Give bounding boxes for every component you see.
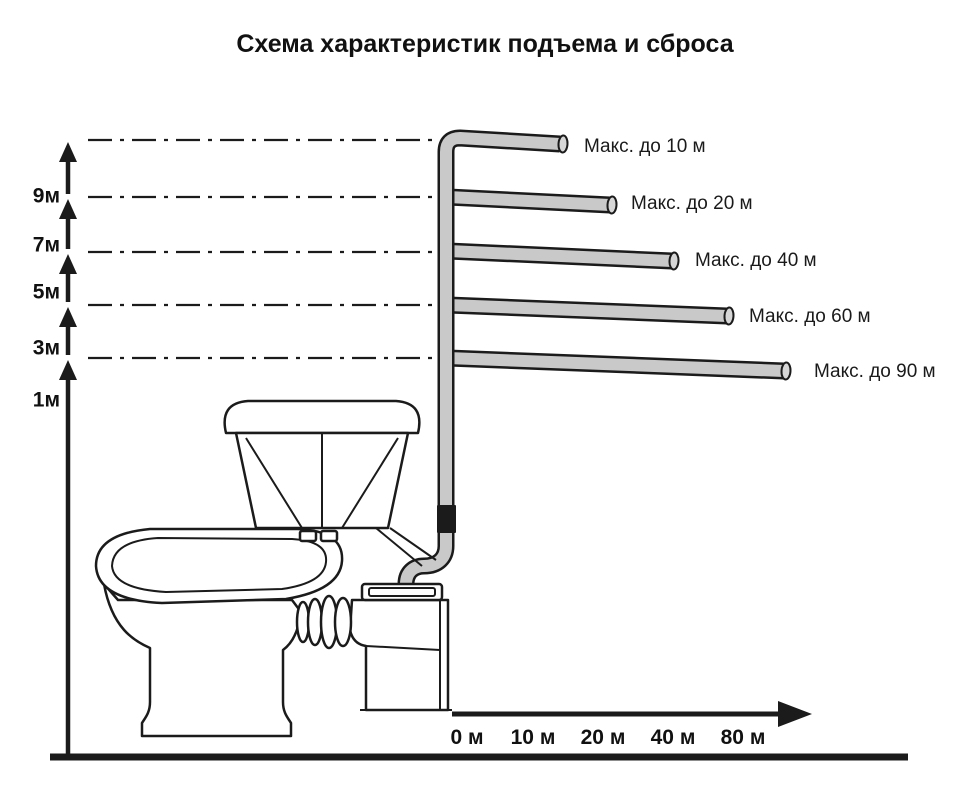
pipe-branch-20m (447, 188, 618, 215)
right-arrow-icon (778, 701, 812, 727)
pipe-branch-90m (447, 349, 792, 381)
y-axis-label-7m: 7м (33, 234, 60, 257)
pipe-label-60m: Макс. до 60 м (749, 306, 871, 327)
x-axis-label-40m: 40 м (651, 726, 696, 749)
pipe-body (447, 245, 673, 267)
pipe-label-10m: Макс. до 10 м (584, 136, 706, 157)
pipe-collar (437, 505, 456, 533)
toilet-seat-inner-line (111, 537, 328, 593)
pipe-body (447, 191, 611, 211)
x-axis-label-10m: 10 м (511, 726, 556, 749)
pump-top-rim (360, 582, 444, 602)
up-arrow-icon (59, 307, 77, 327)
pipe-end-cap (723, 306, 735, 326)
toilet-tank-lid (223, 399, 421, 435)
pipe-end-cap (606, 195, 618, 215)
pipe-labels: Макс. до 10 м Макс. до 20 м Макс. до 40 … (584, 136, 936, 382)
outlet-coupling (295, 594, 353, 650)
y-axis-label-1m: 1м (33, 389, 60, 412)
toilet-bowl (102, 582, 303, 738)
up-arrow-icon (59, 254, 77, 274)
pipe-end-cap (557, 134, 569, 154)
x-axis-label-20m: 20 м (581, 726, 626, 749)
x-axis-label-0m: 0 м (450, 726, 483, 749)
macerator-pump (348, 582, 452, 712)
level-dash-lines (88, 138, 440, 360)
height-axis: 9м 7м 5м 3м 1м (33, 142, 77, 758)
pipe-label-20m: Макс. до 20 м (631, 193, 753, 214)
pump-body (348, 598, 450, 712)
tank-outlet-duct (375, 527, 437, 567)
toilet-illustration (94, 399, 437, 738)
seat-hinge-left (298, 529, 318, 543)
pump-top-rim-inner (368, 587, 436, 597)
pipe-end-cap (668, 251, 680, 271)
up-arrow-icon (59, 199, 77, 219)
coupling-ring (333, 596, 353, 648)
pipe-label-90m: Макс. до 90 м (814, 361, 936, 382)
up-arrow-icon (59, 142, 77, 162)
pipe-label-40m: Макс. до 40 м (695, 250, 817, 271)
toilet-tank-facets (245, 433, 399, 529)
pipe-end-cap (780, 361, 792, 381)
up-arrow-icon (59, 360, 77, 380)
toilet-seat-lid (94, 527, 344, 605)
riser-body (400, 132, 561, 585)
diagram-title: Схема характеристик подъема и сброса (236, 30, 734, 58)
x-axis-label-80m: 80 м (721, 726, 766, 749)
pipe-branch-60m (447, 296, 735, 326)
y-axis-label-3m: 3м (33, 337, 60, 360)
riser-pipe (397, 129, 569, 585)
pipe-body (447, 352, 785, 377)
y-axis-label-9m: 9м (33, 185, 60, 208)
pipe-body (447, 299, 728, 322)
pump-panel-line (365, 645, 441, 651)
y-axis-label-5m: 5м (33, 281, 60, 304)
seat-hinge-right (319, 529, 339, 543)
pipe-branch-40m (447, 242, 680, 271)
branch-pipes (447, 188, 792, 381)
distance-axis: 0 м 10 м 20 м 40 м 80 м (450, 701, 812, 749)
